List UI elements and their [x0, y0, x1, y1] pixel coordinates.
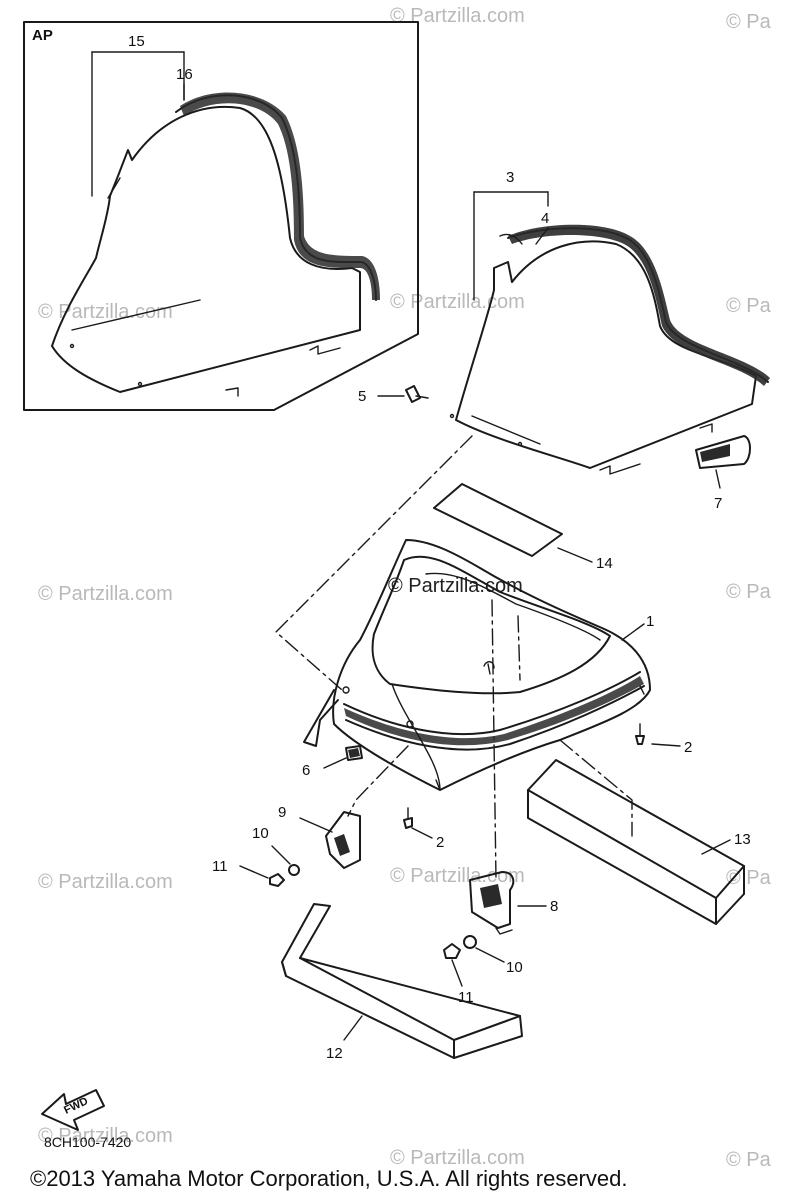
watermark: © Pa [726, 295, 772, 317]
cowl: 1 [303, 539, 654, 791]
callout-15: 15 [128, 33, 145, 50]
bracket-9: 9 [278, 804, 361, 869]
copyright-notice: ©2013 Yamaha Motor Corporation, U.S.A. A… [30, 1166, 628, 1191]
fwd-arrow-icon: FWD [41, 1089, 105, 1131]
grommet-6: 6 [302, 745, 363, 779]
inset-tag: AP [32, 27, 53, 44]
callout-1: 1 [646, 613, 654, 630]
watermark: © Partzilla.com [390, 865, 525, 887]
callout-7: 7 [714, 495, 722, 512]
callout-10: 10 [252, 825, 269, 842]
callout-14: 14 [596, 555, 613, 572]
callout-6: 6 [302, 762, 310, 779]
bracket-8: 8 [469, 871, 558, 935]
screen-alt [51, 105, 361, 393]
watermark: © Partzilla.com [38, 583, 173, 605]
screw-2-lower: 2 [403, 807, 444, 851]
screw-5: 5 [358, 385, 429, 405]
washer-10-left: 10 [252, 825, 300, 876]
callout-11: 11 [212, 858, 228, 875]
windshield: 3 4 [449, 169, 770, 475]
watermark: © Pa [726, 1149, 772, 1171]
callout-4: 4 [541, 210, 549, 227]
washer-10-right: 10 [463, 935, 523, 976]
callout-8: 8 [550, 898, 558, 915]
callout-9: 9 [278, 804, 286, 821]
callout-2: 2 [436, 834, 444, 851]
watermark-center: © Partzilla.com [388, 575, 523, 597]
watermark: © Partzilla.com [390, 291, 525, 313]
alignment-lines [275, 435, 633, 881]
watermark: © Partzilla.com [38, 871, 173, 893]
callout-3: 3 [506, 169, 514, 186]
callout-12: 12 [326, 1045, 343, 1062]
screw-2-right: 2 [635, 723, 692, 756]
watermark: © Partzilla.com [38, 1125, 173, 1147]
watermark: © Pa [726, 11, 772, 33]
callout-13: 13 [734, 831, 751, 848]
watermark: © Pa [726, 581, 772, 603]
callout-5: 5 [358, 388, 366, 405]
nut-11-left: 11 [212, 858, 285, 887]
bumper-12: 12 [281, 903, 523, 1062]
callout-10: 10 [506, 959, 523, 976]
bracket-7: 7 [695, 435, 751, 512]
callout-2: 2 [684, 739, 692, 756]
watermark: © Partzilla.com [38, 301, 173, 323]
pad-13: 13 [527, 759, 751, 925]
diagram-code: 8CH100-7420 [44, 1134, 131, 1150]
watermark: © Partzilla.com [390, 1147, 525, 1169]
callout-16: 16 [176, 66, 193, 83]
watermark: © Partzilla.com [390, 5, 525, 27]
inset-box: AP 15 16 [23, 21, 419, 411]
pad-14: 14 [433, 483, 613, 572]
watermarks: © Partzilla.com © Pa © Partzilla.com © P… [38, 5, 772, 1171]
